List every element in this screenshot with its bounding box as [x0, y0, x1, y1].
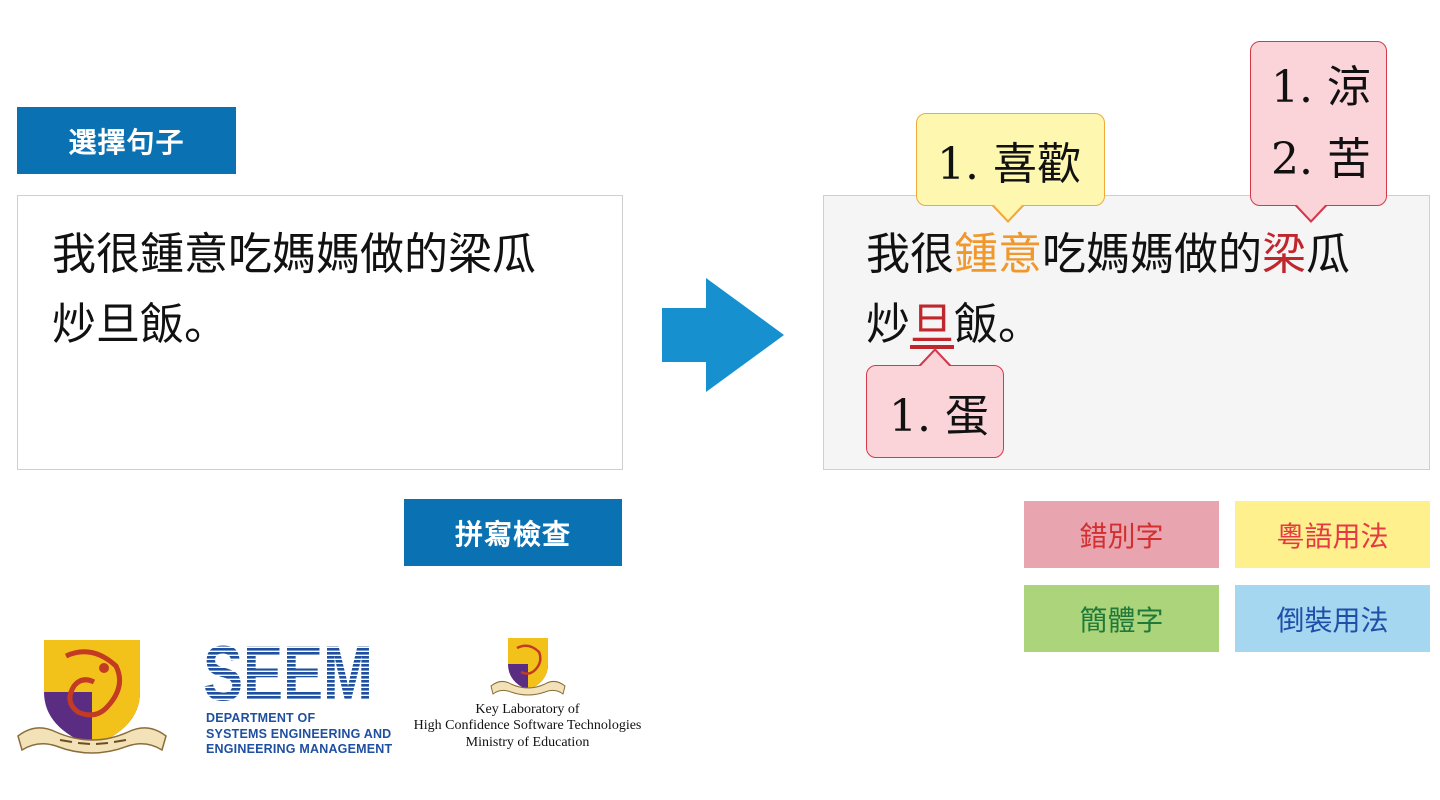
input-text-area[interactable]: 我很鍾意吃媽媽做的梁瓜 炒旦飯。: [17, 195, 623, 470]
lab-caption-line: High Confidence Software Technologies: [413, 718, 642, 733]
select-sentence-button[interactable]: 選擇句子: [17, 107, 236, 174]
right-arrow-icon: [662, 278, 784, 392]
lab-caption-line: Ministry of Education: [465, 735, 590, 750]
input-line-2: 炒旦飯。: [52, 299, 228, 350]
legend-simplified-chinese: 簡體字: [1024, 585, 1219, 652]
legend-cantonese-usage: 粵語用法: [1235, 501, 1430, 568]
spell-check-button[interactable]: 拼寫檢查: [404, 499, 622, 566]
cuhk-crest-small-logo: [490, 638, 566, 696]
typo-highlight-liang[interactable]: 梁: [1262, 229, 1306, 280]
result-line-1: 我很鍾意吃媽媽做的梁瓜: [866, 229, 1350, 280]
cuhk-crest-logo: [17, 640, 167, 754]
svg-text:SEEM: SEEM: [203, 636, 373, 717]
suggestion-item[interactable]: 1. 涼: [1271, 61, 1371, 113]
cantonese-suggestion-bubble[interactable]: 1. 喜歡: [916, 113, 1105, 223]
seem-caption-line: ENGINEERING MANAGEMENT: [206, 742, 393, 756]
legend-typo: 錯別字: [1024, 501, 1219, 568]
input-line-1: 我很鍾意吃媽媽做的梁瓜: [52, 229, 536, 280]
cantonese-highlight[interactable]: 鍾意: [954, 229, 1042, 280]
lab-caption-line: Key Laboratory of: [475, 702, 580, 717]
seem-logo: SEEM: [203, 636, 373, 717]
bubble-tail: [1296, 204, 1326, 220]
suggestion-item[interactable]: 1. 喜歡: [937, 138, 1081, 190]
suggestion-item[interactable]: 2. 苦: [1271, 133, 1371, 185]
typo-suggestion-bubble-top[interactable]: 1. 涼 2. 苦: [1250, 41, 1387, 223]
typo-suggestion-bubble-bottom[interactable]: 1. 蛋: [866, 348, 1004, 458]
seem-caption-line: DEPARTMENT OF: [206, 711, 316, 725]
typo-highlight-dan[interactable]: 旦: [910, 299, 954, 350]
bubble-tail: [993, 204, 1023, 220]
legend-inverted-usage: 倒裝用法: [1235, 585, 1430, 652]
suggestion-item[interactable]: 1. 蛋: [889, 390, 989, 442]
seem-caption-line: SYSTEMS ENGINEERING AND: [206, 727, 392, 741]
bubble-tail: [920, 351, 950, 367]
result-line-2: 炒旦飯。: [866, 299, 1042, 350]
